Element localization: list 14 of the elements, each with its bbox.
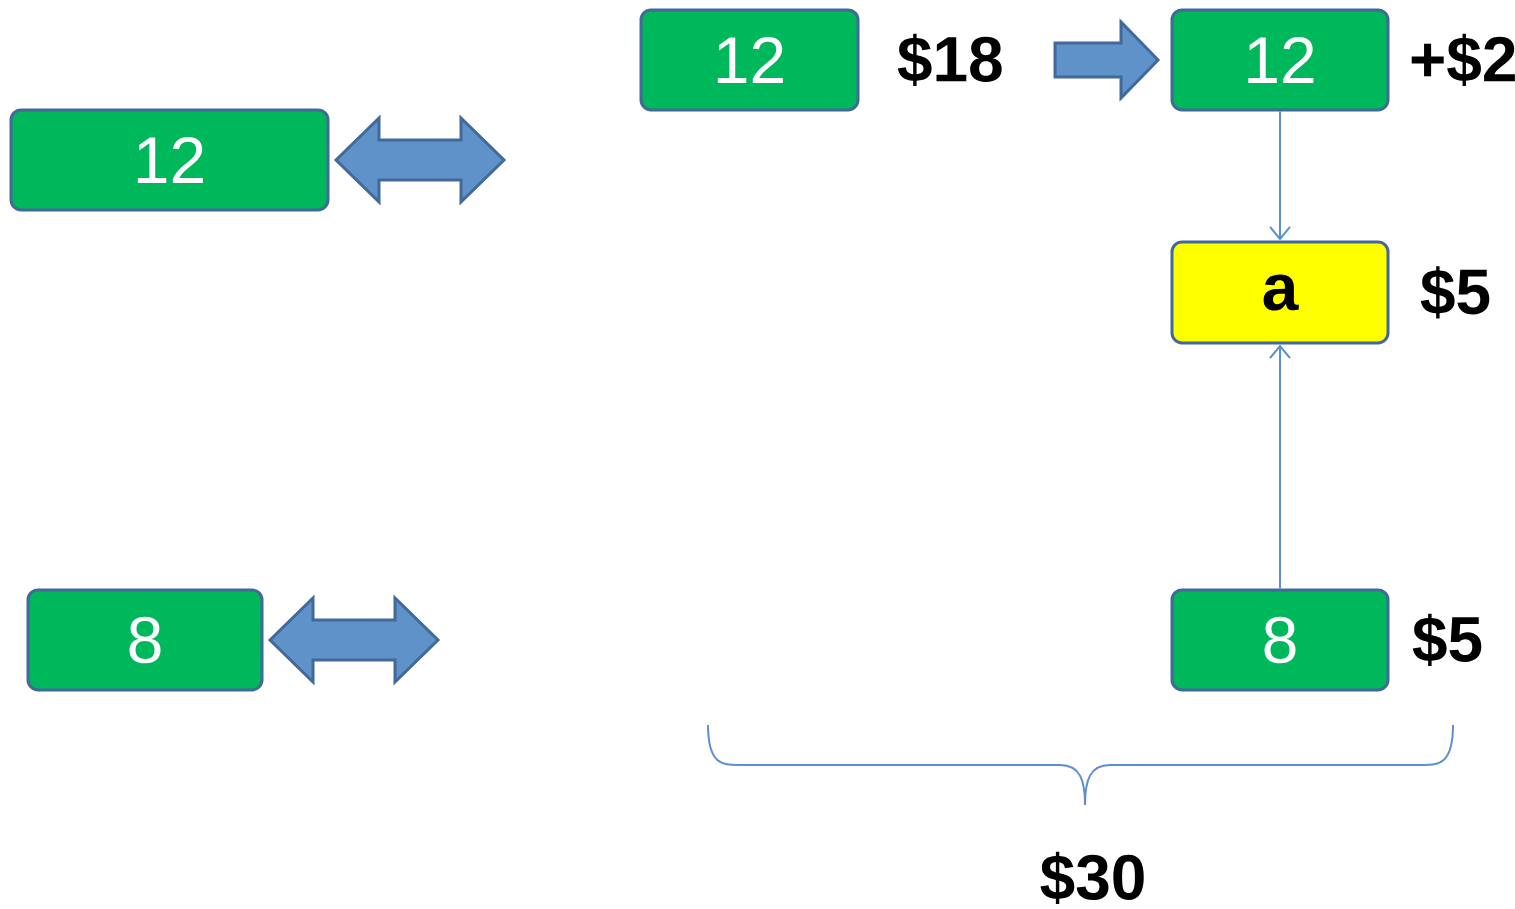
arrow <box>1269 110 1291 241</box>
number-box: 8 <box>1170 588 1390 692</box>
letter-box: a <box>1170 240 1390 345</box>
number-box: 8 <box>26 588 264 692</box>
block-arrow <box>1053 18 1161 102</box>
price-label: $5 <box>1420 266 1490 319</box>
total-label: $30 <box>1040 851 1144 905</box>
price-label: +$2 <box>1411 33 1515 87</box>
price-label: $18 <box>897 33 1002 87</box>
number-box: 12 <box>1170 8 1390 112</box>
number-box: 12 <box>9 108 330 212</box>
price-label: $5 <box>1412 613 1482 667</box>
number-box: 12 <box>639 8 860 112</box>
arrow <box>1269 344 1291 590</box>
